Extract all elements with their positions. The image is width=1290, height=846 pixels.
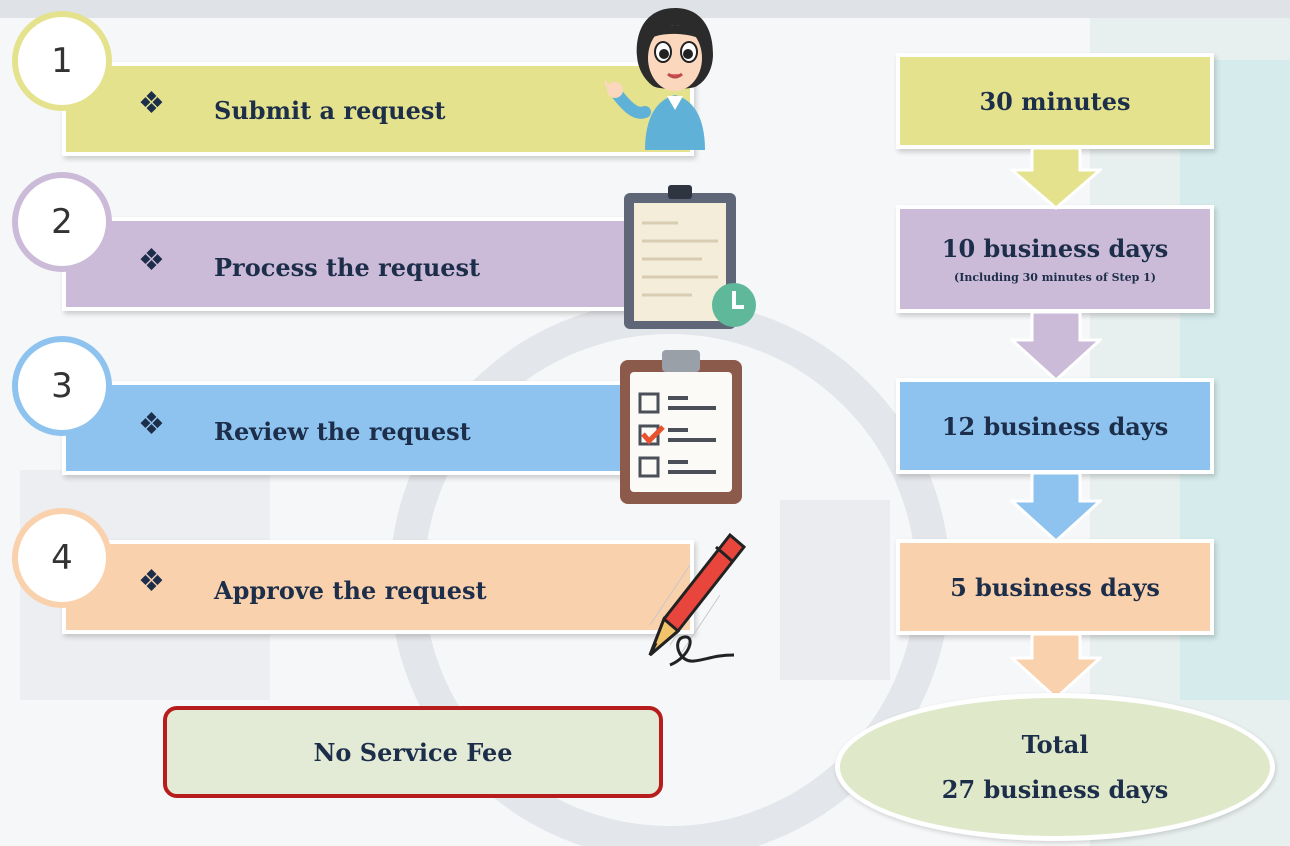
clipboard-clock-icon xyxy=(624,185,756,329)
duration-note: (Including 30 minutes of Step 1) xyxy=(954,271,1156,284)
step-label: Process the request xyxy=(214,253,481,282)
step-number-circle: 2 xyxy=(12,172,112,272)
diamond-bullet-icon: ❖ xyxy=(138,86,165,121)
step-label: Review the request xyxy=(214,417,471,446)
step-label: Approve the request xyxy=(214,576,487,605)
woman-presenting-icon xyxy=(605,8,713,150)
total-duration-ellipse: Total 27 business days xyxy=(835,693,1275,841)
background-top-strip xyxy=(0,0,1290,18)
diamond-bullet-icon: ❖ xyxy=(138,564,165,599)
step-number-circle: 4 xyxy=(12,508,112,608)
diamond-bullet-icon: ❖ xyxy=(138,407,165,442)
down-arrow-icon xyxy=(1010,634,1102,700)
step-row-1: ❖ Submit a request xyxy=(62,62,694,156)
down-arrow-icon xyxy=(1010,148,1102,210)
duration-box-1: 30 minutes xyxy=(896,53,1214,149)
duration-box-2: 10 business days (Including 30 minutes o… xyxy=(896,205,1214,313)
duration-box-3: 12 business days xyxy=(896,378,1214,474)
diamond-bullet-icon: ❖ xyxy=(138,243,165,278)
no-service-fee-box: No Service Fee xyxy=(163,706,663,798)
down-arrow-icon xyxy=(1010,312,1102,382)
down-arrow-icon xyxy=(1010,473,1102,543)
duration-label: 30 minutes xyxy=(979,86,1131,116)
step-row-2: ❖ Process the request xyxy=(62,217,656,311)
pen-signature-icon xyxy=(648,532,747,667)
checklist-clipboard-icon xyxy=(620,350,742,504)
duration-label: 12 business days xyxy=(941,411,1169,441)
fee-label: No Service Fee xyxy=(313,737,513,767)
total-label: Total xyxy=(1021,730,1089,759)
step-row-3: ❖ Review the request xyxy=(62,381,630,475)
total-value: 27 business days xyxy=(941,775,1169,804)
step-row-4: ❖ Approve the request xyxy=(62,540,694,634)
duration-box-4: 5 business days xyxy=(896,539,1214,635)
duration-label: 10 business days xyxy=(941,234,1169,263)
duration-label: 5 business days xyxy=(950,572,1160,602)
step-label: Submit a request xyxy=(214,96,446,125)
step-number-circle: 3 xyxy=(12,336,112,436)
step-number-circle: 1 xyxy=(12,11,112,111)
